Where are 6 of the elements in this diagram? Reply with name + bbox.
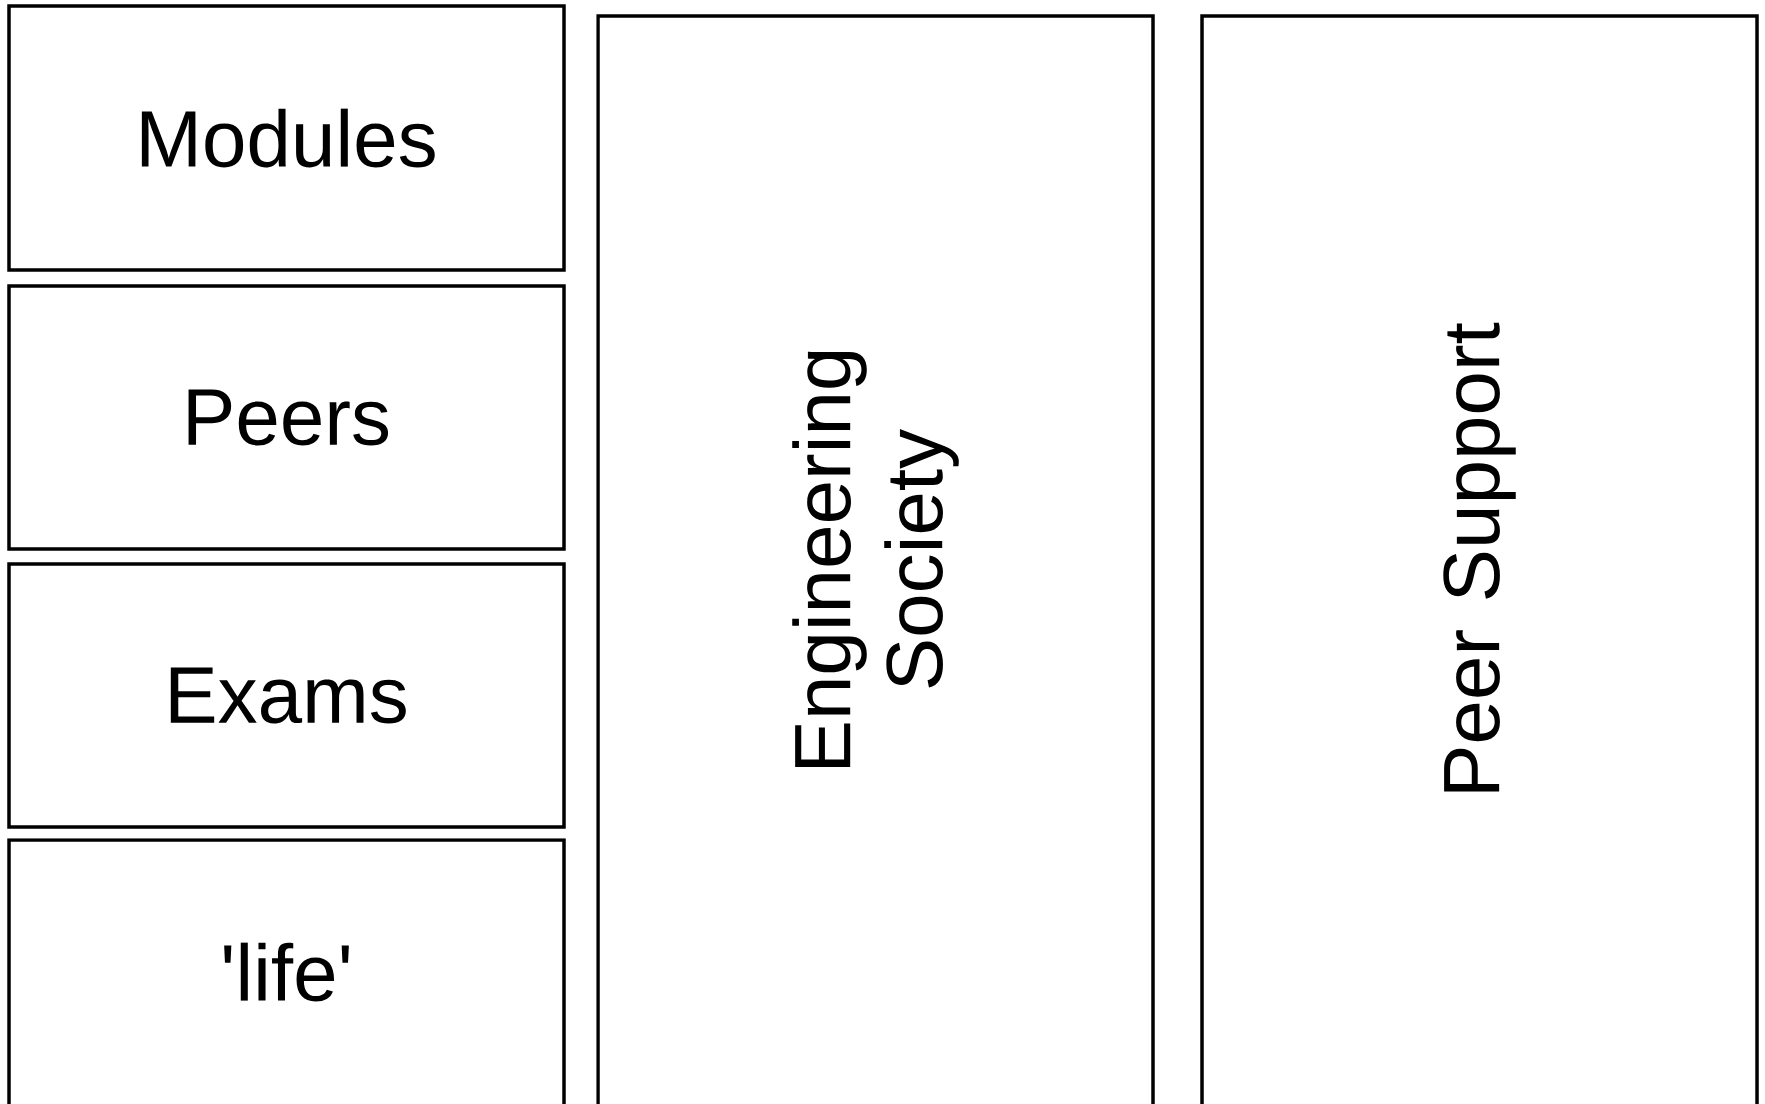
text-box: Modules [7,4,566,272]
text-box: Engineering Society [596,14,1155,1104]
text-box: 'life' [7,838,566,1104]
text-box: Exams [7,562,566,829]
text-box: Peer Support [1200,14,1759,1104]
text-box: Peers [7,284,566,551]
